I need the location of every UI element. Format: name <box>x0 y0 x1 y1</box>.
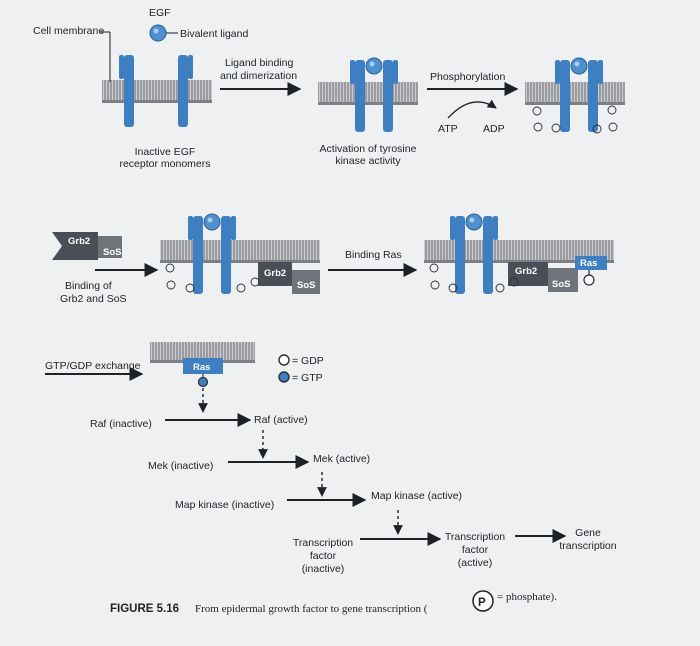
tf-inactive-label-2: factor <box>310 550 337 562</box>
tf-inactive-label-3: (inactive) <box>302 563 345 575</box>
row2r-receptor-left <box>455 216 465 294</box>
row2-receptor-right <box>221 216 231 294</box>
mek-inactive-label: Mek (inactive) <box>148 460 213 472</box>
row2r-sos-label: SoS <box>552 279 570 290</box>
gtp-legend-label: = GTP <box>292 372 323 384</box>
row2r-receptor-right <box>483 216 493 294</box>
row2r-sos <box>548 268 578 292</box>
bound-egf-ligand <box>365 57 383 75</box>
tf-inactive-label-1: Transcription <box>293 537 353 549</box>
mek-active-label: Mek (active) <box>313 453 370 465</box>
membrane-6 <box>150 342 255 360</box>
membrane-2 <box>318 82 418 102</box>
inactive-egf-label-1: Inactive EGF <box>135 146 196 158</box>
adp-label: ADP <box>483 123 505 135</box>
caption-text: From epidermal growth factor to gene tra… <box>195 603 428 615</box>
egf-ligand <box>149 24 167 42</box>
tf-active-label-3: (active) <box>458 557 492 569</box>
gtp-legend-icon <box>278 371 290 383</box>
sos-protein <box>98 236 122 258</box>
grb2-label: Grb2 <box>68 236 90 247</box>
phos-receptor-left <box>560 60 570 132</box>
row2r-grb2 <box>508 262 548 286</box>
atp-label: ATP <box>438 123 458 135</box>
egf-receptor-left <box>124 55 134 127</box>
row2-grb2-label: Grb2 <box>264 268 286 279</box>
gdp-legend-icon <box>278 354 290 366</box>
gene-label-1: Gene <box>575 527 601 539</box>
phosphate-symbol-icon <box>472 590 494 612</box>
caption-suffix: = phosphate). <box>497 591 557 603</box>
dimer-receptor-right <box>383 60 393 132</box>
caption-figure-number: FIGURE 5.16 <box>110 603 179 615</box>
phosphate-groups-3 <box>532 105 618 134</box>
row2-sos-label: SoS <box>297 280 315 291</box>
row2-sos <box>292 270 320 294</box>
nucleotide-legend: = GDP = GTP <box>278 354 324 384</box>
sos-label: SoS <box>103 247 121 258</box>
ras-gtp <box>197 376 209 388</box>
cell-membrane-label: Cell membrane <box>33 25 104 37</box>
map-active-label: Map kinase (active) <box>371 490 462 502</box>
activation-label-1: Activation of tyrosine <box>320 143 417 155</box>
panel-dimer: Activation of tyrosine kinase activity <box>318 57 418 167</box>
phos-receptor-right <box>588 60 598 132</box>
egf-label: EGF <box>149 7 171 19</box>
grb2-sos-complex: Grb2 SoS <box>52 232 122 260</box>
grb2-protein <box>52 232 98 260</box>
phosphorylation-label: Phosphorylation <box>430 71 505 83</box>
row2-receptor-left <box>193 216 203 294</box>
binding-grb2-label-2: Grb2 and SoS <box>60 293 127 305</box>
tf-active-label-2: factor <box>462 544 489 556</box>
panel-phosphorylated <box>525 57 625 134</box>
row2r-grb2-label: Grb2 <box>515 266 537 277</box>
raf-active-label: Raf (active) <box>254 414 308 426</box>
phosphate-groups-4 <box>165 263 260 293</box>
membrane-3 <box>525 82 625 102</box>
row2r-ras-label: Ras <box>580 258 597 269</box>
row2-egf-ligand <box>203 213 221 231</box>
map-inactive-label: Map kinase (inactive) <box>175 499 274 511</box>
bound-egf-ligand-2 <box>570 57 588 75</box>
row2r-ras <box>575 256 607 270</box>
active-ras-label: Ras <box>193 362 210 373</box>
gtp-gdp-exchange-label: GTP/GDP exchange <box>45 360 141 372</box>
caption-symbol: P <box>478 597 486 609</box>
membrane-1 <box>102 80 212 100</box>
panel-inactive-monomers: Cell membrane EGF Bivalent ligand Inacti… <box>33 7 248 170</box>
raf-inactive-label: Raf (inactive) <box>90 418 152 430</box>
atp-adp-curve <box>447 99 497 119</box>
gene-label-2: transcription <box>559 540 616 552</box>
egf-receptor-right <box>178 55 188 127</box>
binding-grb2-label-1: Binding of <box>65 280 112 292</box>
binding-ras-label: Binding Ras <box>345 249 402 261</box>
figure-caption: FIGURE 5.16 From epidermal growth factor… <box>110 590 557 615</box>
panel-ras-bound: Grb2 SoS Ras <box>424 213 614 294</box>
activation-label-2: kinase activity <box>335 155 401 167</box>
row2-grb2 <box>258 262 292 286</box>
dimer-receptor-left <box>355 60 365 132</box>
tf-active-label-1: Transcription <box>445 531 505 543</box>
membrane-5 <box>424 240 614 260</box>
inactive-egf-label-2: receptor monomers <box>119 158 210 170</box>
phosphate-groups-5 <box>429 263 519 293</box>
gdp-legend-label: = GDP <box>292 355 324 367</box>
membrane-4 <box>160 240 320 260</box>
row2r-egf-ligand <box>465 213 483 231</box>
ligand-binding-label-2: and dimerization <box>220 70 297 82</box>
panel-grb2-bound: Grb2 SoS <box>160 213 320 294</box>
panel-ras-active: Ras <box>150 342 255 388</box>
ligand-binding-label-1: Ligand binding <box>225 57 293 69</box>
bivalent-ligand-label: Bivalent ligand <box>180 28 248 40</box>
active-ras <box>183 358 223 374</box>
ras-gdp <box>583 274 595 286</box>
